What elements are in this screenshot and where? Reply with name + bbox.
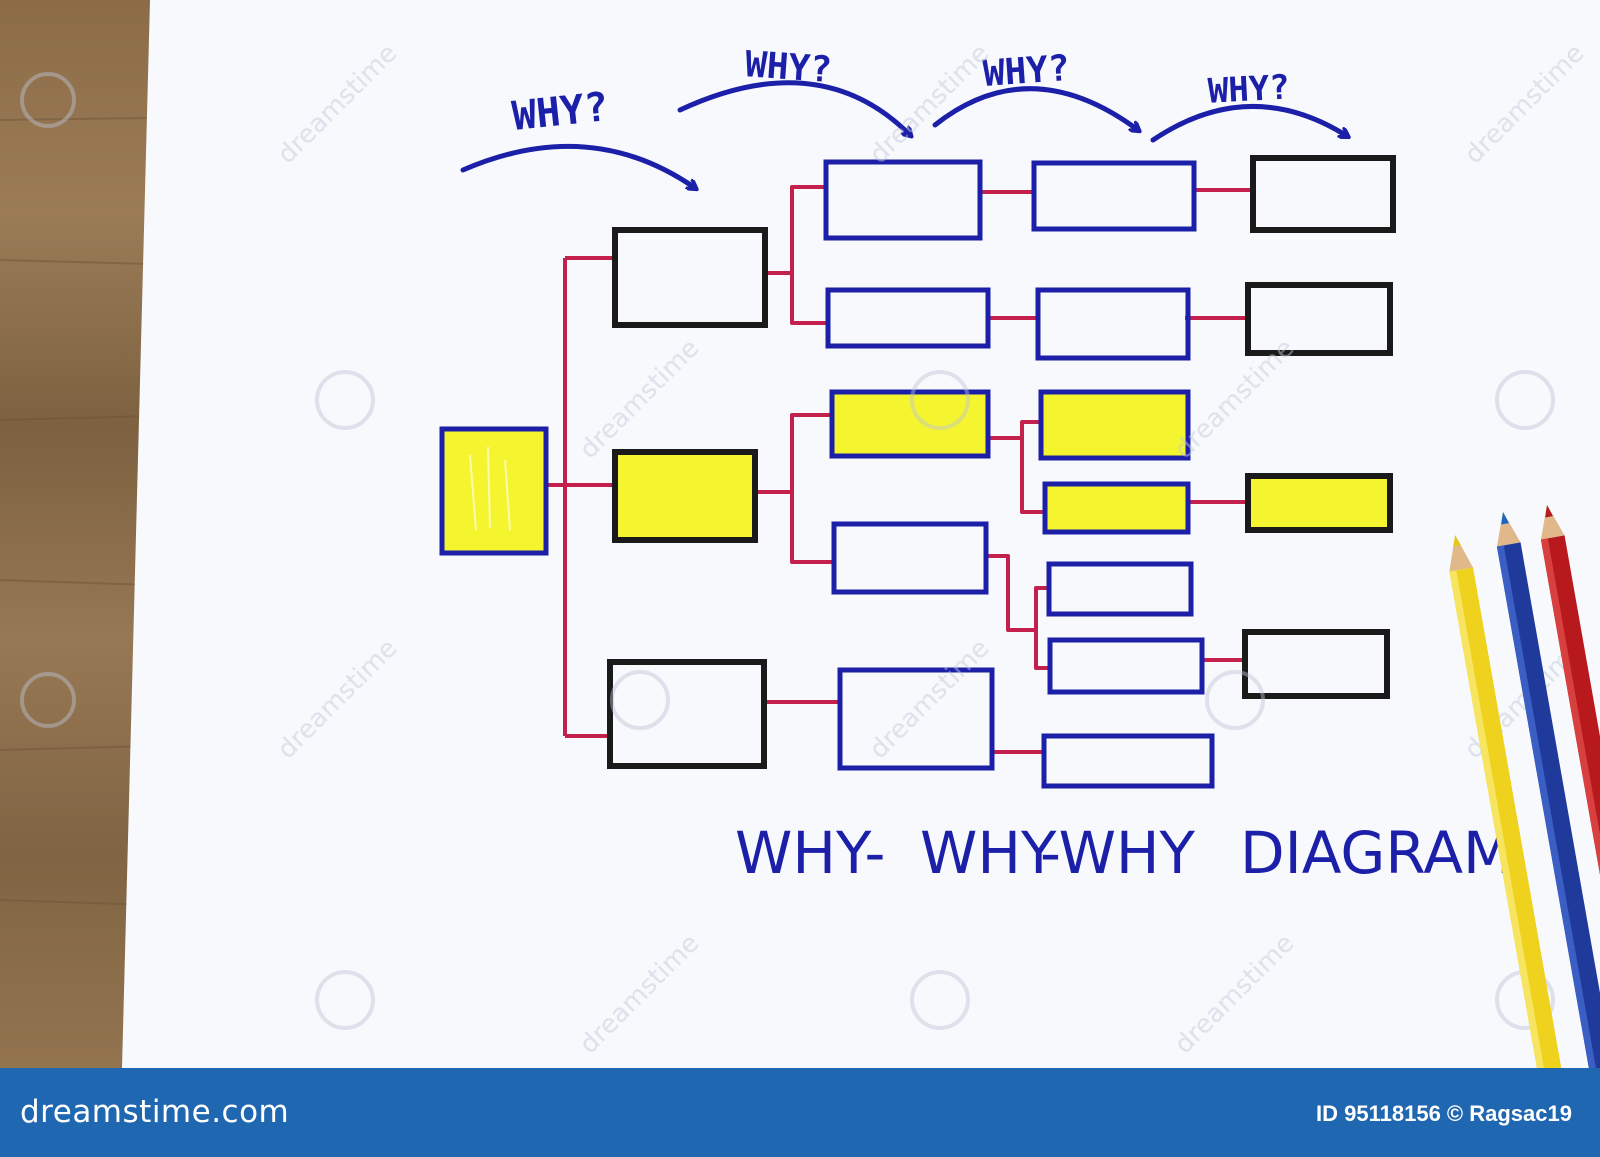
box-level4-d	[1242, 629, 1390, 699]
connector-root-trunk	[540, 256, 612, 738]
box-level2-a	[823, 159, 983, 241]
box-level1-middle	[612, 449, 758, 543]
root-box	[439, 426, 549, 556]
why-label-3: WHY?	[982, 48, 1071, 95]
why-arrow-1	[460, 143, 695, 188]
box-level2-e	[837, 667, 995, 771]
box-level3-b	[1035, 287, 1191, 361]
image-id-credit: ID 95118156 © Ragsac19	[1316, 1101, 1572, 1126]
wood-grain-lines	[0, 117, 151, 906]
box-level3-g	[1041, 733, 1215, 789]
box-level3-a	[1031, 160, 1197, 232]
connector-level2-c	[988, 420, 1044, 514]
watermark-spiral-icon	[1205, 670, 1265, 730]
watermark-spiral-icon	[1495, 370, 1555, 430]
box-level1-bottom	[607, 659, 767, 769]
diagram-title: WHY- WHY -WHY DIAGRAM	[735, 819, 1513, 887]
watermark-spiral-icon	[610, 670, 670, 730]
why-arrow-3	[932, 86, 1138, 130]
title-part-2: WHY	[920, 819, 1057, 887]
box-level1-top	[612, 227, 768, 328]
box-level4-b	[1245, 282, 1393, 356]
box-level3-d	[1042, 481, 1191, 535]
connector-level1-top	[766, 185, 826, 325]
title-part-4: DIAGRAM	[1240, 819, 1513, 887]
connector-level1-middle	[757, 413, 834, 564]
why-label-4: WHY?	[1207, 67, 1291, 111]
box-level3-f	[1047, 637, 1205, 695]
box-level2-d	[831, 521, 989, 595]
why-arrow-2	[677, 80, 910, 135]
watermark-spiral-icon	[910, 970, 970, 1030]
stock-footer-bar: dreamstime.com ID 95118156 © Ragsac19	[0, 1068, 1600, 1157]
connector-level2-d	[986, 554, 1048, 670]
why-arrow-4	[1150, 104, 1347, 143]
watermark-spiral-icon	[20, 672, 76, 728]
box-level3-e	[1046, 561, 1194, 617]
watermark-spiral-icon	[315, 970, 375, 1030]
watermark-spiral-icon	[20, 72, 76, 128]
title-part-1: WHY-	[735, 819, 885, 887]
why-label-2: WHY?	[744, 44, 833, 91]
pencil-red	[1540, 505, 1600, 1092]
photo-scene: WHY? WHY? WHY? WHY? WHY- WHY -WHY DIAGRA…	[0, 0, 1600, 1104]
why-label-1: WHY?	[510, 84, 611, 140]
pencil-yellow	[1449, 535, 1567, 1104]
box-level4-c	[1245, 473, 1393, 533]
watermark-spiral-icon	[910, 370, 970, 430]
paper-sheet	[122, 0, 1600, 1068]
title-part-3: -WHY	[1040, 819, 1196, 887]
box-level2-c	[829, 389, 991, 459]
watermark-spiral-icon	[315, 370, 375, 430]
box-level4-a	[1250, 155, 1396, 233]
watermarks	[20, 72, 1555, 1030]
box-level3-c	[1038, 389, 1191, 461]
pencil-blue	[1496, 512, 1600, 1099]
box-level2-b	[825, 287, 991, 349]
connectors	[540, 185, 1253, 754]
dreamstime-logo[interactable]: dreamstime.com	[20, 1094, 290, 1130]
why-arrows	[460, 80, 1347, 188]
